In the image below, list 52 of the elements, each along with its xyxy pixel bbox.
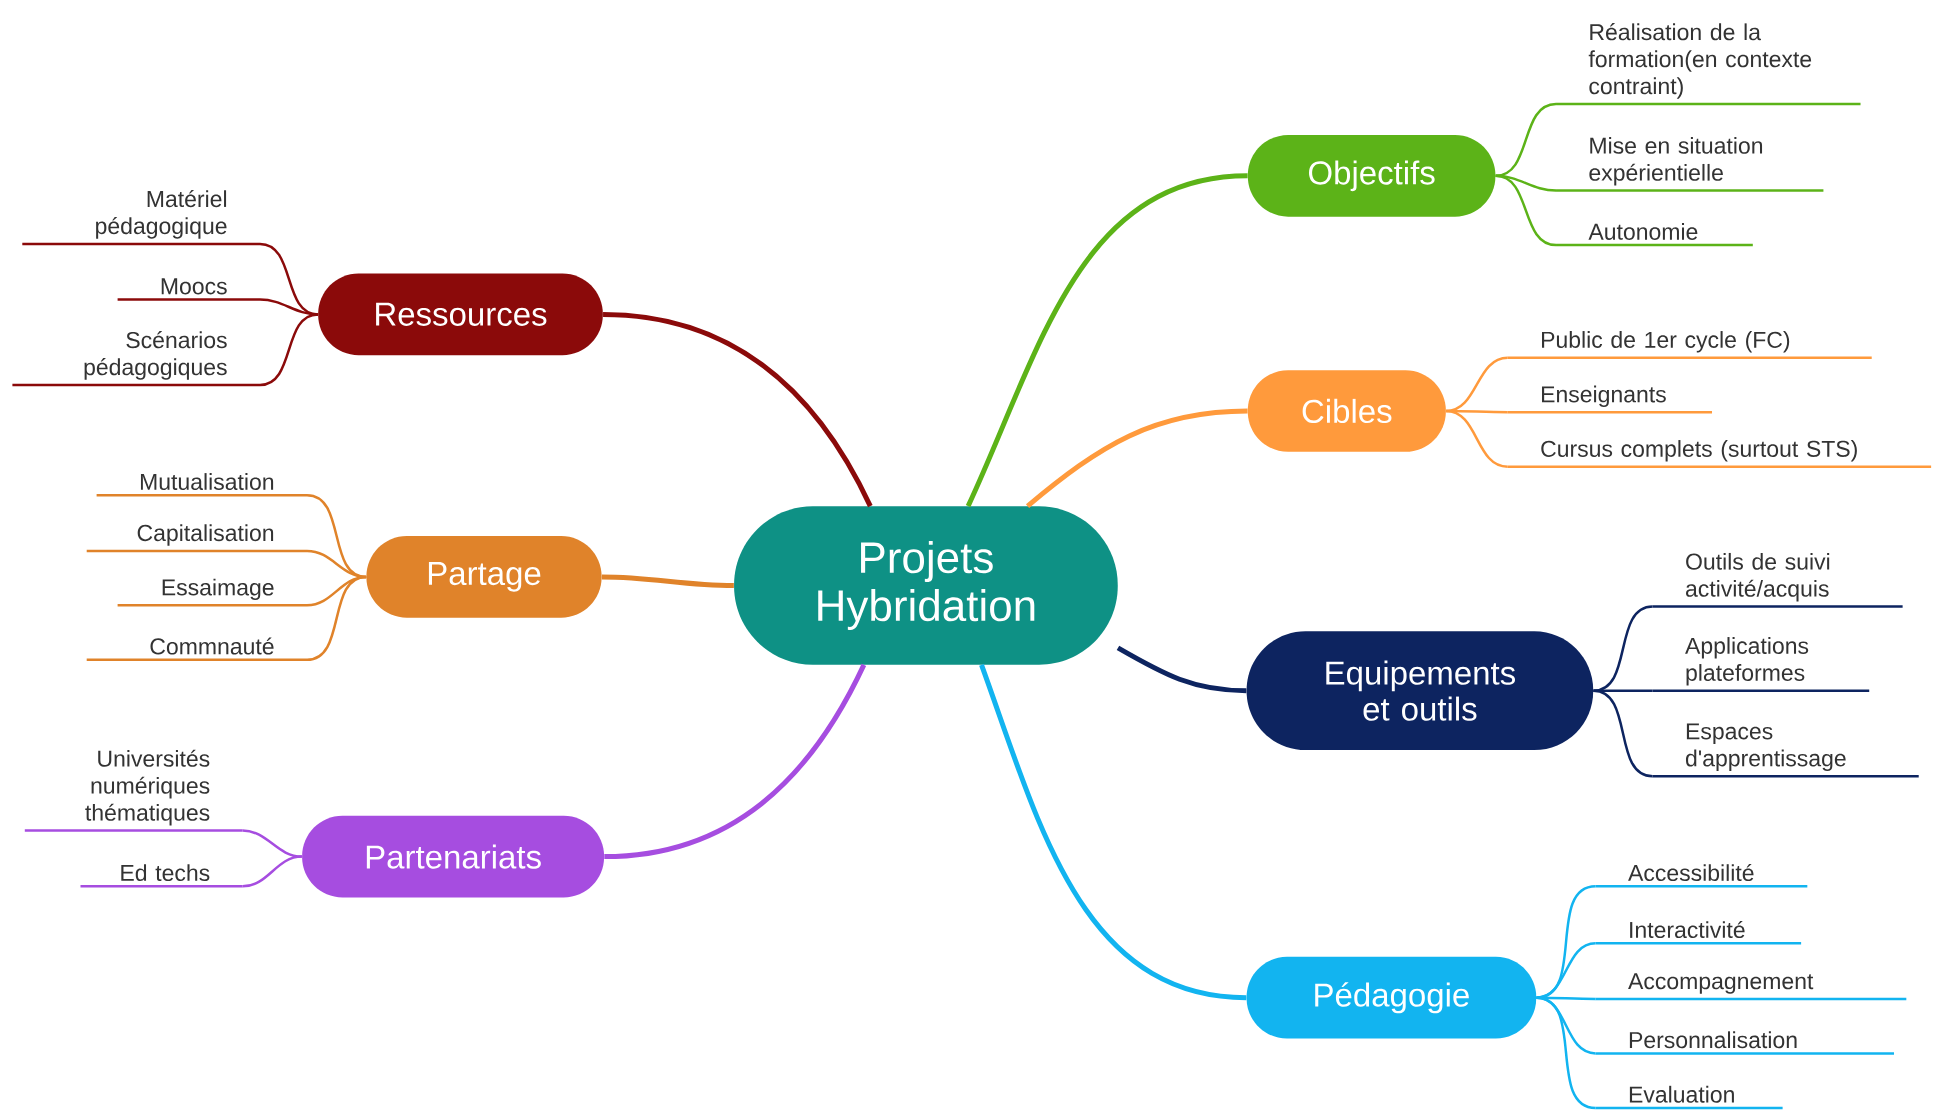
branch-line: [1445, 409, 1508, 468]
branch-label: Cursus complets (surtout STS): [1507, 440, 1932, 468]
branch-label: Interactivité: [1595, 920, 1802, 945]
branch-label: Essaimage: [117, 578, 307, 607]
branch-line: [965, 173, 1248, 508]
branch-line: [242, 855, 303, 888]
branch-label: Mise en situation expérientielle: [1556, 136, 1824, 192]
branch-label: Espaces d'apprentissage: [1652, 723, 1919, 778]
branch-line: [242, 829, 302, 858]
branch-line: [1536, 996, 1596, 1110]
branch-label: Enseignants: [1507, 385, 1712, 414]
branch-line: [1025, 408, 1248, 509]
branch-line: [601, 574, 734, 588]
branch-label: Evaluation: [1595, 1085, 1783, 1110]
branch-label: Applications plateformes: [1652, 637, 1870, 692]
branch-label: Ed techs: [80, 864, 243, 888]
branch-label: Personnalisation: [1595, 1031, 1894, 1055]
branch-label: Accompagnement: [1595, 973, 1907, 1001]
topic-box: Ressources: [318, 273, 603, 356]
branch-line: [306, 493, 367, 579]
topic-box: Cibles: [1247, 370, 1446, 452]
branch-label: Matériel pédagogique: [22, 190, 260, 246]
branch-label: Public de 1er cycle (FC): [1507, 331, 1872, 359]
branch-label: Accessibilité: [1595, 863, 1808, 888]
topic-box: Objectifs: [1247, 134, 1496, 217]
branch-line: [1116, 645, 1247, 694]
branch-line: [259, 313, 319, 387]
branch-line: [602, 311, 873, 508]
branch-label: Universités numériques thématiques: [24, 749, 243, 832]
branch-line: [1445, 356, 1508, 413]
branch-line: [306, 575, 367, 661]
topic-box: Pédagogie: [1246, 956, 1537, 1039]
branch-label: Scénarios pédagogiques: [12, 331, 260, 387]
branch-label: Moocs: [117, 278, 260, 301]
branch-label: Réalisation de la formation(en contexte contraint): [1556, 23, 1861, 106]
branch-label: Capitalisation: [86, 524, 307, 553]
topic-box: Equipements et outils: [1246, 631, 1594, 751]
topic-box: Partenariats: [302, 815, 605, 898]
branch-label: Autonomie: [1556, 223, 1753, 247]
branch-line: [1495, 102, 1557, 178]
branch-line: [604, 663, 867, 860]
branch-line: [1593, 689, 1653, 692]
topic-box: Partage: [366, 536, 602, 618]
branch-line: [1495, 174, 1557, 247]
branch-label: Mutualisation: [96, 473, 307, 497]
branch-label: Commnauté: [86, 637, 307, 662]
branch-label: Outils de suivi activité/acquis: [1652, 552, 1903, 608]
branch-line: [1536, 996, 1596, 1001]
branch-line: [979, 664, 1247, 1001]
branch-line: [306, 549, 367, 579]
branch-line: [1593, 689, 1653, 778]
central-topic: Projets Hybridation: [734, 506, 1118, 665]
